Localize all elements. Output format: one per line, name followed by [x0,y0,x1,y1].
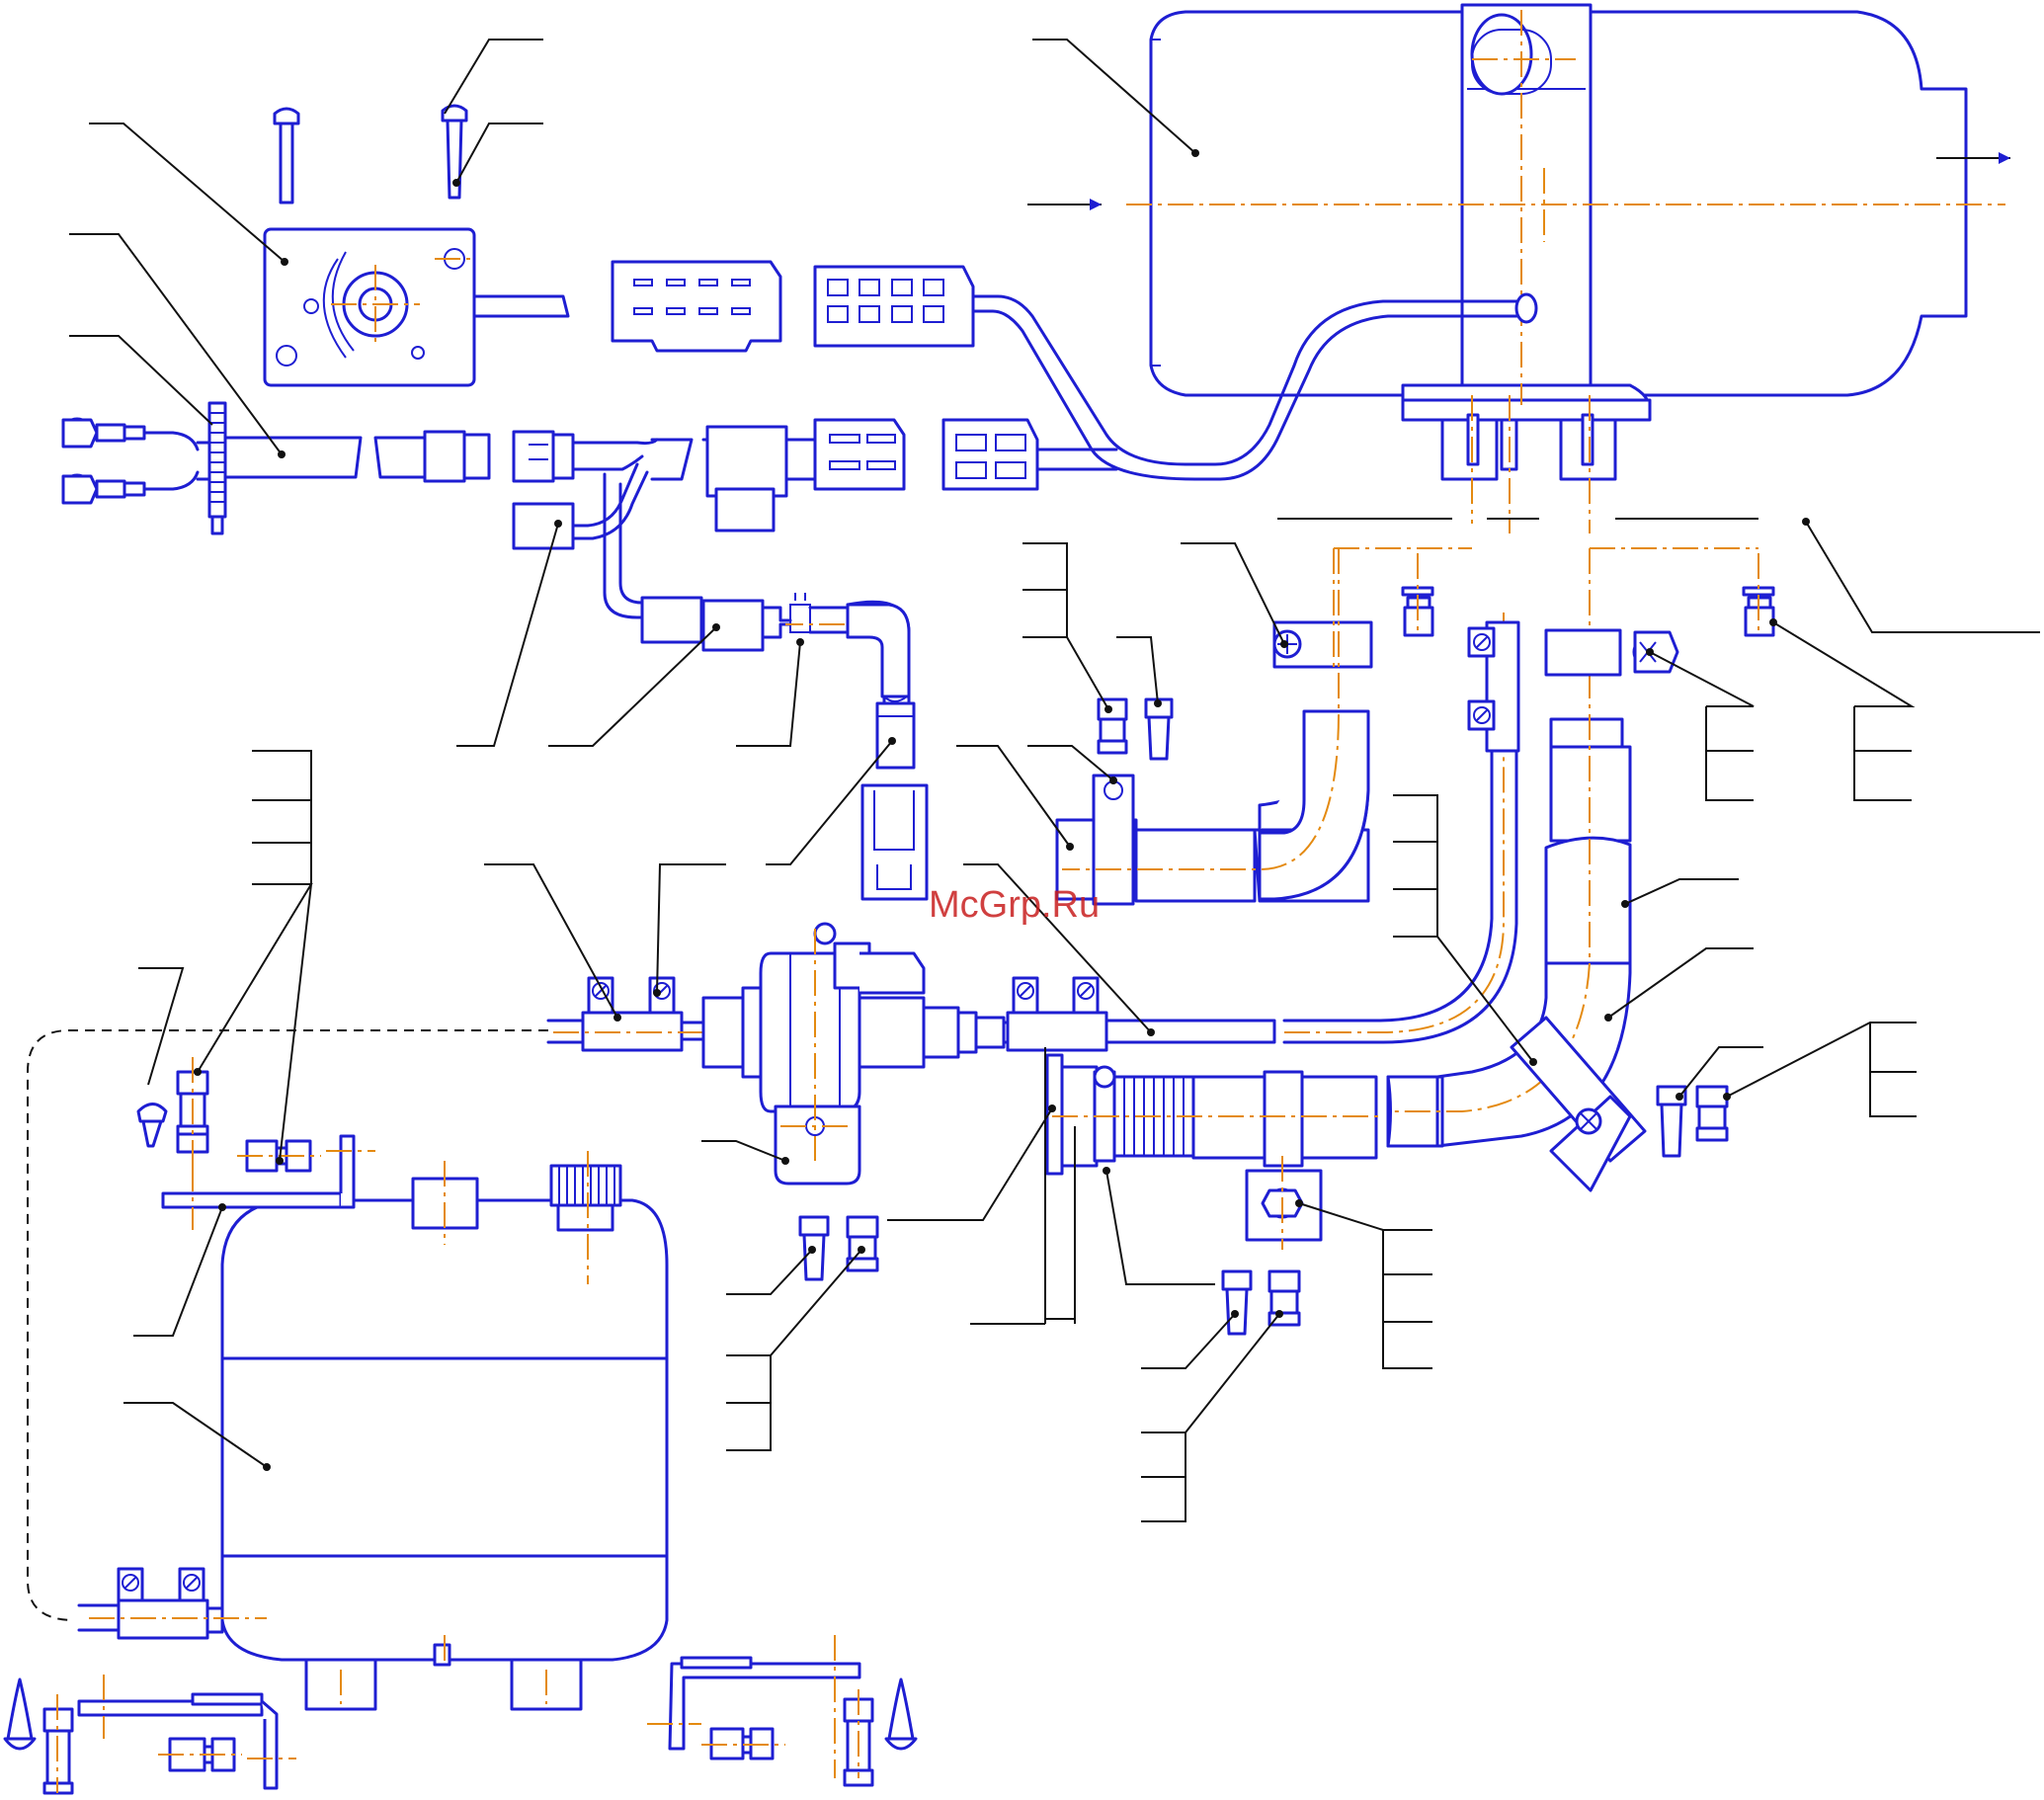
watermark-text: McGrp.Ru [929,884,1100,926]
air-heater-unit [1126,3,2005,533]
fuel-tank [220,1151,669,1711]
fuel-pipe-clamp [1467,620,1520,753]
dosing-pump [701,922,1006,1186]
leader-dots [194,149,1810,1471]
wall-thickness-marker [1044,1047,1076,1324]
hose-clamp-left-1 [587,976,614,1015]
leader-lines [69,39,2040,1522]
power-cable [223,430,491,483]
air-outlet-arrow [1936,152,2010,164]
air-intake-pipe [1055,548,1373,906]
connector-8pin-male [611,260,782,353]
exhaust-clamp-top [1544,628,1679,677]
bolt-and-nut-set-upper-left [136,1057,321,1173]
hose-clamp-right-2 [1072,976,1100,1015]
pump-bracket-bolts [798,1215,879,1281]
hose-clamp-left-2 [648,976,676,1015]
tank-bracket-top [161,1134,375,1230]
tank-bracket-bottom-left [77,1675,296,1790]
exhaust-clamp-bolts [1656,1085,1729,1158]
bolt-and-nut-set-bottom-right [701,1677,918,1787]
connector-4pin-male [813,418,906,491]
control-panel-screw-left [273,107,300,205]
hose-clamp-right-1 [1012,976,1039,1015]
control-panel [263,227,570,387]
heater-mounting-nuts [1333,547,1775,672]
relay-block [705,425,817,532]
connector-8pin-female [813,265,975,348]
heater-cable [971,292,1538,481]
fuel-line-left [546,976,929,1052]
exhaust-clamp [1510,1016,1647,1192]
battery-terminal-lower [61,473,146,505]
tank-bracket-bottom-right [647,1635,861,1778]
bolt-and-nut-set-bottom-left [3,1677,242,1795]
tank-fuel-outlet [77,1567,267,1640]
silencer-bolts [1221,1269,1301,1336]
fuse-holder [142,401,227,535]
battery-terminal-upper [61,417,146,449]
fuel-line-route [27,1029,548,1621]
air-inlet-arrow [1027,199,1102,210]
exhaust-silencer [1045,1053,1378,1250]
pump-harness-branch [603,472,929,901]
control-panel-screw-right [441,104,468,200]
fuel-line-right [1002,613,1518,1052]
connector-4pin-female [941,418,1118,491]
